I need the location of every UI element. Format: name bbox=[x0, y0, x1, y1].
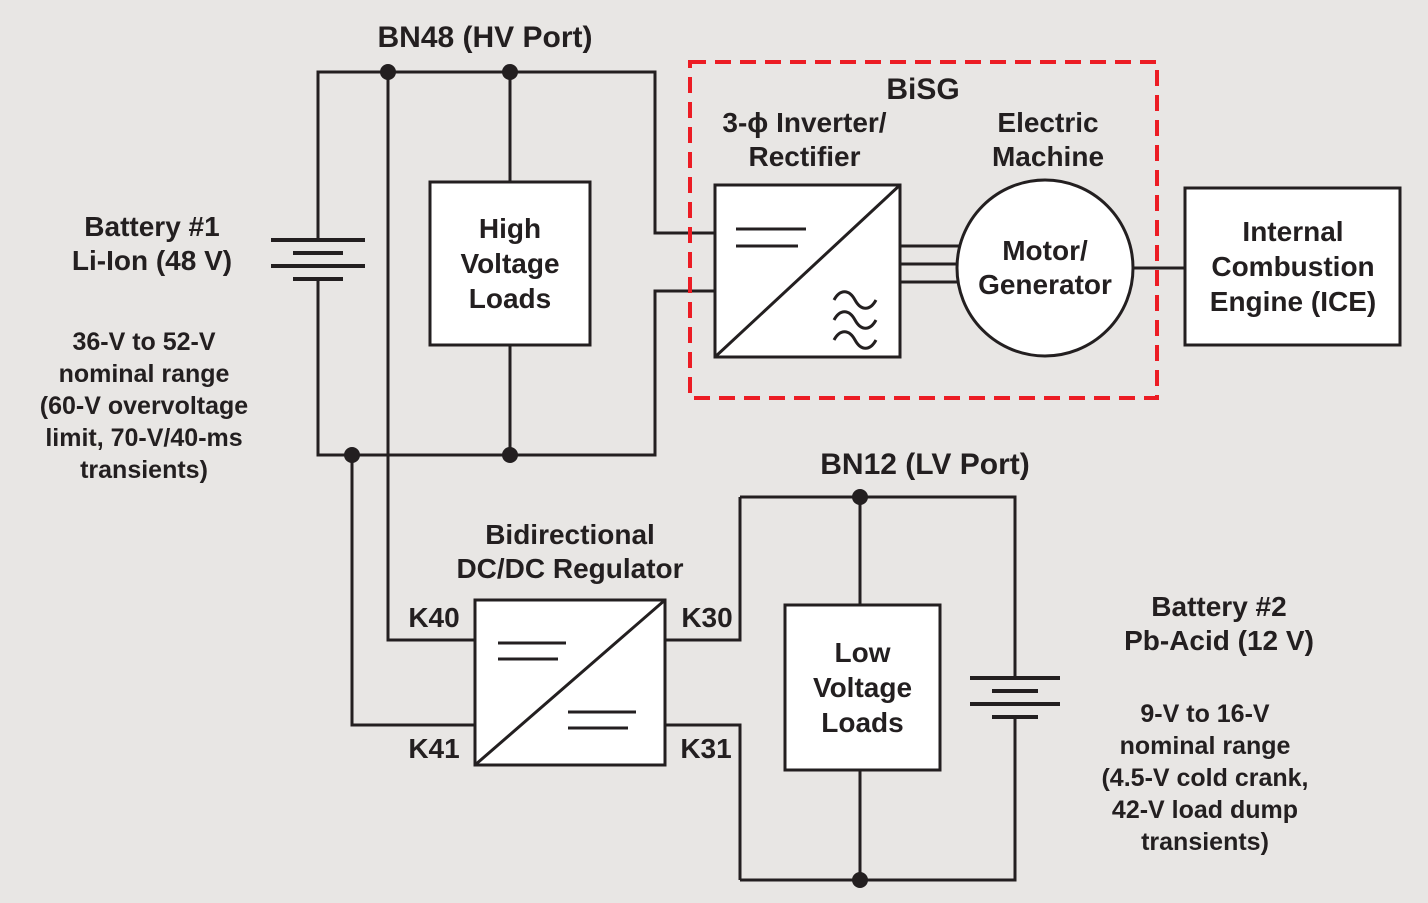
battery2-spec-line2: nominal range bbox=[1119, 732, 1291, 760]
k40-wire bbox=[386, 72, 475, 642]
battery1-spec-line5: transients) bbox=[80, 456, 208, 484]
ice-label: Internal Combustion Engine (ICE) bbox=[1188, 214, 1398, 319]
hv-loads-line3: Loads bbox=[468, 283, 552, 314]
junction-dots bbox=[344, 64, 868, 888]
lv-loads-label: Low Voltage Loads bbox=[785, 635, 940, 740]
bisg-dashed-box bbox=[688, 60, 1159, 400]
terminal-k30-text: K30 bbox=[681, 602, 733, 633]
inverter-label: 3-ϕ Inverter/ Rectifier bbox=[672, 106, 937, 174]
junction-dot bbox=[502, 64, 518, 80]
lv-loads-line2: Voltage bbox=[812, 672, 913, 703]
junction-dot bbox=[344, 447, 360, 463]
battery1-title-line2: Li-Ion (48 V) bbox=[71, 245, 233, 276]
lv-loads-line1: Low bbox=[834, 637, 891, 668]
k31-wire bbox=[665, 723, 742, 880]
hv-loads-line2: Voltage bbox=[460, 248, 560, 279]
hv-loads-line1: High bbox=[478, 213, 542, 244]
k41-wire bbox=[350, 455, 475, 727]
battery2-title: Battery #2 Pb-Acid (12 V) bbox=[1093, 590, 1345, 658]
regulator-label-line2: DC/DC Regulator bbox=[456, 553, 684, 584]
inverter-label-line2: Rectifier bbox=[748, 141, 861, 172]
ice-line1: Internal bbox=[1242, 216, 1344, 247]
hv-bus-bottom-path bbox=[316, 279, 715, 457]
battery1-spec-line2: nominal range bbox=[58, 360, 230, 388]
terminal-k31-label: K31 bbox=[670, 734, 742, 764]
hv-loads-box bbox=[428, 180, 592, 347]
battery2-title-line1: Battery #2 bbox=[1151, 591, 1287, 622]
inverter-label-line1: 3-ϕ Inverter/ bbox=[722, 107, 887, 138]
battery1-title: Battery #1 Li-Ion (48 V) bbox=[28, 210, 276, 278]
bisg-label: BiSG bbox=[823, 72, 1023, 108]
lv-bus-bottom-path bbox=[740, 717, 1017, 882]
motor-generator-circle bbox=[955, 178, 1135, 358]
electric-machine-label: Electric Machine bbox=[948, 106, 1148, 174]
inverter-ac-wave-3 bbox=[832, 330, 878, 350]
terminal-k30-label: K30 bbox=[671, 603, 743, 633]
battery2-spec-line1: 9-V to 16-V bbox=[1140, 700, 1270, 728]
motor-label-line2: Generator bbox=[978, 269, 1112, 300]
ice-line3: Engine (ICE) bbox=[1209, 286, 1377, 317]
battery2-spec-line3: (4.5-V cold crank, bbox=[1101, 764, 1309, 792]
junction-dot bbox=[852, 489, 868, 505]
battery1-spec-line4: limit, 70-V/40-ms bbox=[45, 424, 243, 452]
battery1-title-line1: Battery #1 bbox=[84, 211, 220, 242]
battery1-spec-line3: (60-V overvoltage bbox=[39, 392, 249, 420]
battery2-spec-line4: 42-V load dump bbox=[1111, 796, 1299, 824]
hv-bus-label: BN48 (HV Port) bbox=[335, 20, 635, 56]
junction-dot bbox=[852, 872, 868, 888]
inverter-symbol bbox=[713, 183, 902, 359]
hv-bus-label-text: BN48 (HV Port) bbox=[377, 21, 593, 54]
inverter-ac-wave-2 bbox=[832, 310, 878, 330]
battery2-symbol bbox=[970, 676, 1060, 719]
inverter-ac-wave-1 bbox=[832, 290, 878, 310]
motor-generator-label: Motor/ Generator bbox=[945, 234, 1145, 302]
battery2-specs: 9-V to 16-V nominal range (4.5-V cold cr… bbox=[1073, 698, 1337, 858]
inverter-diagonal bbox=[713, 183, 902, 359]
lv-bus-top-path bbox=[740, 495, 1017, 678]
lv-loads-box bbox=[783, 603, 942, 772]
regulator-label-line1: Bidirectional bbox=[485, 519, 655, 550]
lv-loads-line3: Loads bbox=[821, 707, 904, 738]
junction-dot bbox=[502, 447, 518, 463]
battery1-symbol bbox=[271, 238, 365, 281]
lv-bus-label-text: BN12 (LV Port) bbox=[820, 448, 1030, 481]
battery1-specs: 36-V to 52-V nominal range (60-V overvol… bbox=[10, 326, 278, 486]
motor-label-line1: Motor/ bbox=[1002, 235, 1088, 266]
terminal-k41-text: K41 bbox=[408, 733, 460, 764]
terminal-k41-label: K41 bbox=[398, 734, 470, 764]
terminal-k31-text: K31 bbox=[680, 733, 732, 764]
battery2-spec-line5: transients) bbox=[1141, 828, 1269, 856]
machine-label-line2: Machine bbox=[991, 141, 1105, 172]
ice-line2: Combustion bbox=[1211, 251, 1375, 282]
terminal-k40-text: K40 bbox=[408, 602, 460, 633]
bisg-label-text: BiSG bbox=[886, 73, 960, 106]
hv-loads-label: High Voltage Loads bbox=[430, 211, 590, 316]
battery1-spec-line1: 36-V to 52-V bbox=[72, 328, 216, 356]
k30-wire bbox=[665, 497, 742, 642]
junction-dot bbox=[380, 64, 396, 80]
battery2-title-line2: Pb-Acid (12 V) bbox=[1124, 625, 1314, 656]
hv-bus-top-path bbox=[316, 70, 715, 240]
terminal-k40-label: K40 bbox=[398, 603, 470, 633]
regulator-symbol bbox=[474, 598, 666, 767]
ice-box bbox=[1183, 186, 1402, 347]
regulator-label: Bidirectional DC/DC Regulator bbox=[420, 518, 720, 586]
regulator-diagonal bbox=[474, 598, 666, 767]
lv-bus-label: BN12 (LV Port) bbox=[775, 447, 1075, 483]
machine-label-line1: Electric bbox=[997, 107, 1099, 138]
